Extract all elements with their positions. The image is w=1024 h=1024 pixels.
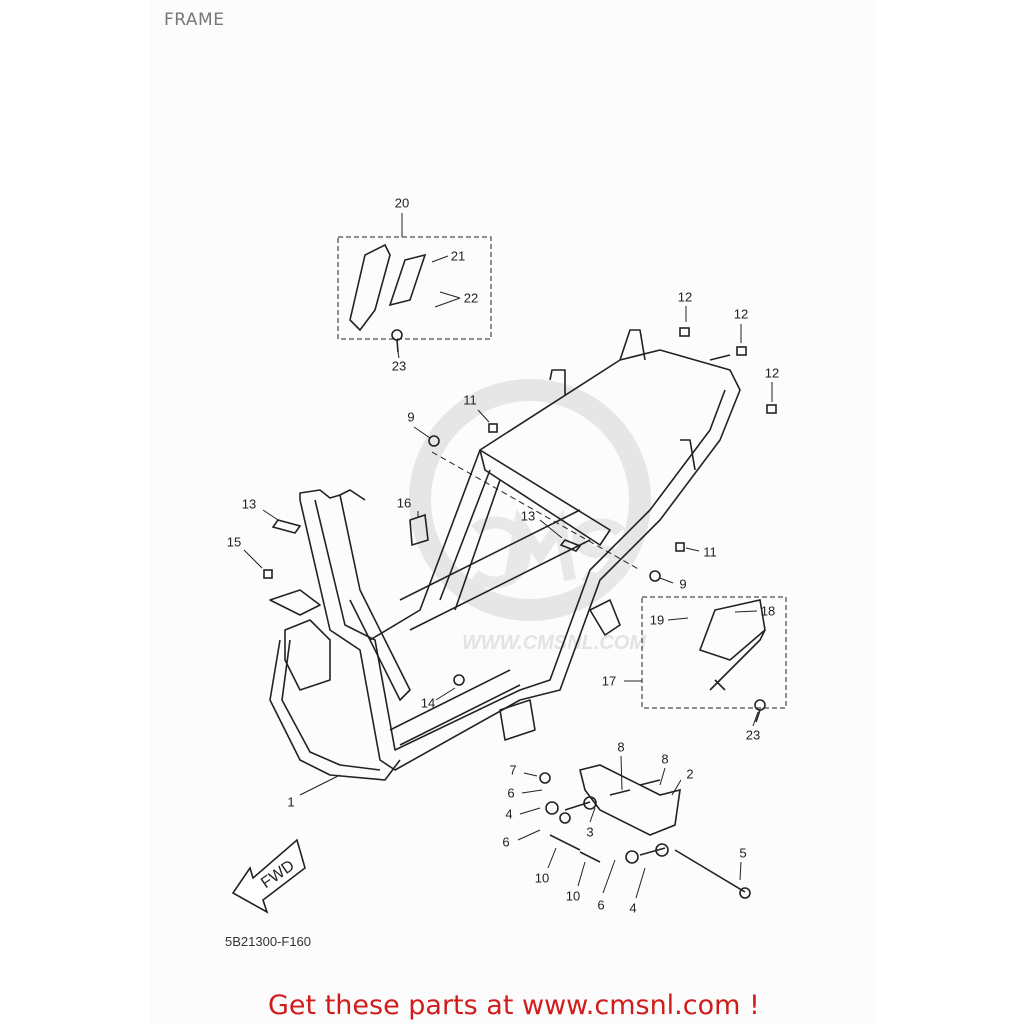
fwd-arrow-icon	[231, 838, 306, 914]
callout-15[interactable]: 15	[226, 534, 242, 550]
clips	[263, 327, 777, 686]
callout-23[interactable]: 23	[745, 727, 761, 743]
callout-8[interactable]: 8	[617, 739, 625, 755]
group-box-20	[337, 236, 492, 340]
callout-14[interactable]: 14	[420, 695, 436, 711]
engine-mount-parts	[391, 329, 766, 899]
callout-19[interactable]: 19	[649, 612, 665, 628]
main-frame	[269, 329, 741, 781]
diagram-panel	[150, 0, 875, 1024]
callout-4[interactable]: 4	[629, 900, 637, 916]
callout-4[interactable]: 4	[505, 806, 513, 822]
callout-12[interactable]: 12	[733, 306, 749, 322]
callout-5[interactable]: 5	[739, 845, 747, 861]
group-box-17	[641, 596, 787, 709]
callout-3[interactable]: 3	[586, 824, 594, 840]
callout-12[interactable]: 12	[764, 365, 780, 381]
callout-13[interactable]: 13	[241, 496, 257, 512]
callout-6[interactable]: 6	[502, 834, 510, 850]
callout-23[interactable]: 23	[391, 358, 407, 374]
callout-9[interactable]: 9	[679, 576, 687, 592]
callout-12[interactable]: 12	[677, 289, 693, 305]
leader-lines	[243, 213, 773, 899]
callout-7[interactable]: 7	[509, 762, 517, 778]
callout-6[interactable]: 6	[597, 897, 605, 913]
footrest-parts	[349, 243, 766, 691]
callout-22[interactable]: 22	[463, 290, 479, 306]
callout-21[interactable]: 21	[450, 248, 466, 264]
callout-2[interactable]: 2	[686, 766, 694, 782]
callout-11[interactable]: 11	[463, 392, 477, 408]
callout-13[interactable]: 13	[520, 508, 536, 524]
watermark-text: WWW.CMSNL.COM	[462, 632, 647, 654]
callout-16[interactable]: 16	[396, 495, 412, 511]
diagram-code: 5B21300-F160	[225, 934, 312, 949]
diagram-title: FRAME	[164, 10, 225, 30]
callout-8[interactable]: 8	[661, 751, 669, 767]
callout-1[interactable]: 1	[287, 794, 295, 810]
callout-20[interactable]: 20	[394, 195, 410, 211]
callout-10[interactable]: 10	[565, 888, 581, 904]
callout-17[interactable]: 17	[601, 673, 617, 689]
callout-9[interactable]: 9	[407, 409, 415, 425]
callout-11[interactable]: 11	[703, 544, 717, 560]
footer-link[interactable]: Get these parts at www.cmsnl.com !	[268, 990, 760, 1021]
callout-18[interactable]: 18	[760, 603, 776, 619]
callout-10[interactable]: 10	[534, 870, 550, 886]
callout-6[interactable]: 6	[507, 785, 515, 801]
